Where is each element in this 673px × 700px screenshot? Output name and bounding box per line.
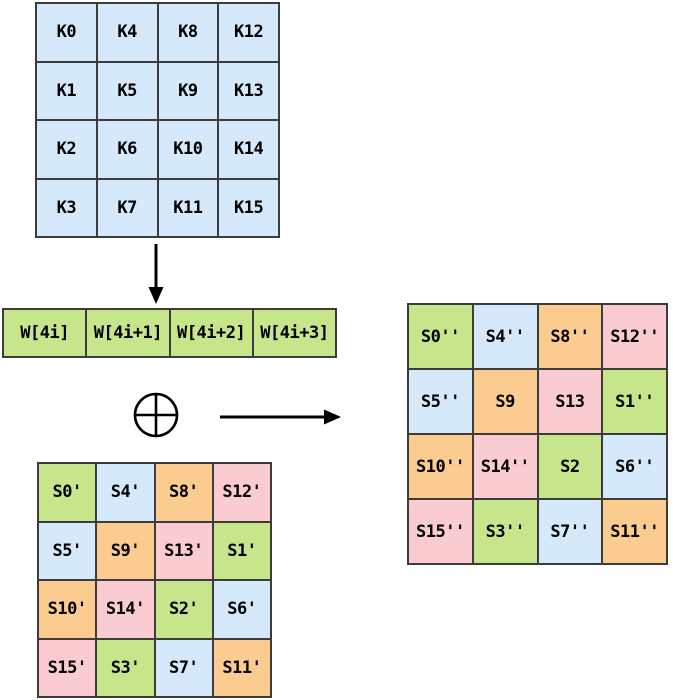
state-prime-matrix-cell: S14'	[97, 581, 154, 638]
key-matrix-cell: K14	[219, 121, 278, 178]
state-prime-matrix-cell: S8'	[155, 464, 212, 521]
key-matrix-cell: K0	[37, 4, 96, 61]
state-double-prime-matrix-cell: S4''	[473, 305, 537, 368]
word-row-cell: W[4i+3]	[253, 310, 335, 356]
state-double-prime-matrix-cell: S15''	[409, 500, 472, 563]
state-double-prime-matrix-cell: S10''	[409, 435, 472, 498]
key-matrix-cell: K3	[37, 179, 96, 236]
xor-icon	[133, 392, 179, 438]
state-prime-matrix-cell: S3'	[97, 639, 154, 696]
key-matrix-cell: K4	[97, 4, 157, 61]
state-prime-matrix-cell: S12'	[213, 464, 270, 521]
state-prime-matrix-cell: S5'	[39, 522, 96, 579]
key-matrix-cell: K2	[37, 121, 96, 178]
word-row-cell: W[4i]	[4, 310, 86, 356]
state-prime-matrix-cell: S11'	[213, 639, 270, 696]
state-double-prime-matrix-cell: S5''	[409, 370, 472, 433]
key-matrix-cell: K1	[37, 62, 96, 119]
word-row-cell: W[4i+1]	[87, 310, 169, 356]
state-prime-matrix-cell: S4'	[97, 464, 154, 521]
key-matrix-cell: K6	[97, 121, 157, 178]
state-prime-matrix-cell: S7'	[155, 639, 212, 696]
state-double-prime-matrix-cell: S3''	[473, 500, 537, 563]
key-matrix-cell: K11	[158, 179, 218, 236]
state-double-prime-matrix-cell: S14''	[473, 435, 537, 498]
state-double-prime-matrix-cell: S12''	[603, 305, 666, 368]
state-double-prime-matrix-cell: S2	[538, 435, 602, 498]
key-matrix-cell: K9	[158, 62, 218, 119]
state-prime-matrix-cell: S6'	[213, 581, 270, 638]
down-arrow-icon	[148, 244, 164, 304]
state-double-prime-matrix-cell: S0''	[409, 305, 472, 368]
key-matrix-cell: K15	[219, 179, 278, 236]
key-matrix-cell: K5	[97, 62, 157, 119]
state-prime-matrix: S0'S4'S8'S12' S5'S9'S13'S1' S10'S14'S2'S6'…	[37, 462, 272, 698]
state-prime-matrix-cell: S1'	[213, 522, 270, 579]
state-double-prime-matrix-cell: S11''	[603, 500, 666, 563]
state-prime-matrix-cell: S15'	[39, 639, 96, 696]
state-double-prime-matrix-cell: S6''	[603, 435, 666, 498]
key-matrix-cell: K7	[97, 179, 157, 236]
key-matrix-cell: K8	[158, 4, 218, 61]
state-prime-matrix-cell: S0'	[39, 464, 96, 521]
key-matrix-cell: K13	[219, 62, 278, 119]
state-double-prime-matrix-cell: S8''	[538, 305, 602, 368]
state-double-prime-matrix-cell: S13	[538, 370, 602, 433]
state-prime-matrix-cell: S10'	[39, 581, 96, 638]
word-row: W[4i]W[4i+1]W[4i+2]W[4i+3]	[2, 308, 337, 358]
word-row-cell: W[4i+2]	[170, 310, 252, 356]
state-prime-matrix-cell: S13'	[155, 522, 212, 579]
state-double-prime-matrix-cell: S1''	[603, 370, 666, 433]
state-double-prime-matrix-cell: S7''	[538, 500, 602, 563]
state-double-prime-matrix-cell: S9	[473, 370, 537, 433]
right-arrow-icon	[220, 409, 341, 425]
state-prime-matrix-cell: S2'	[155, 581, 212, 638]
key-matrix-cell: K10	[158, 121, 218, 178]
state-prime-matrix-cell: S9'	[97, 522, 154, 579]
key-matrix-cell: K12	[219, 4, 278, 61]
